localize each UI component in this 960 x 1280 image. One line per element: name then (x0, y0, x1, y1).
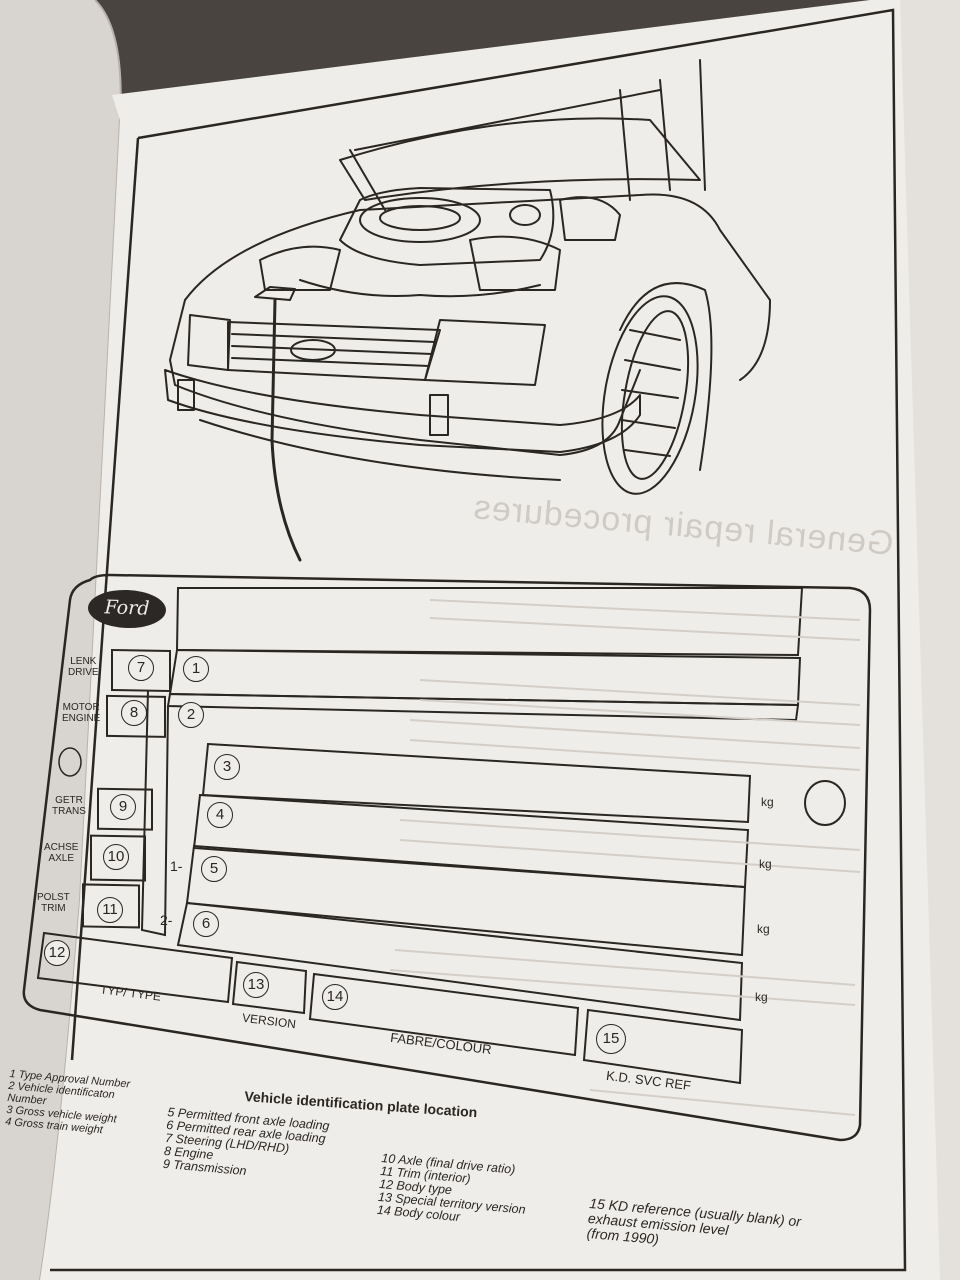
car-illustration (164, 59, 771, 562)
num-12: 12 (44, 940, 70, 966)
prefix-1: 1- (170, 858, 183, 874)
num-13: 13 (243, 972, 269, 998)
kg-2: kg (759, 857, 772, 871)
num-4: 4 (207, 802, 233, 828)
num-10: 10 (103, 844, 129, 870)
legend-col-3: 10 Axle (final drive ratio) 11 Trim (int… (376, 1151, 529, 1230)
num-2: 2 (178, 702, 204, 728)
num-5: 5 (201, 856, 227, 882)
num-3: 3 (214, 754, 240, 780)
legend-col-1: 1 Type Approval Number 2 Vehicle identif… (5, 1068, 131, 1138)
num-11: 11 (97, 897, 123, 923)
num-9: 9 (110, 794, 136, 820)
num-1: 1 (183, 656, 209, 682)
num-15: 15 (596, 1024, 626, 1054)
num-8: 8 (121, 700, 147, 726)
label-trans: GETR TRANS (52, 795, 86, 817)
num-7: 7 (128, 655, 154, 681)
ford-logo-text: Ford (104, 596, 150, 620)
kg-1: kg (761, 795, 774, 809)
num-14: 14 (322, 984, 348, 1010)
label-drive: LENK DRIVE (68, 656, 99, 678)
prefix-2: 2- (160, 912, 173, 928)
kg-3: kg (757, 922, 770, 936)
num-6: 6 (193, 911, 219, 937)
label-trim: POLST TRIM (37, 892, 70, 914)
label-axle: ACHSE AXLE (44, 842, 79, 864)
label-engine: MOTOR ENGINE (62, 702, 101, 724)
kg-4: kg (755, 990, 768, 1004)
